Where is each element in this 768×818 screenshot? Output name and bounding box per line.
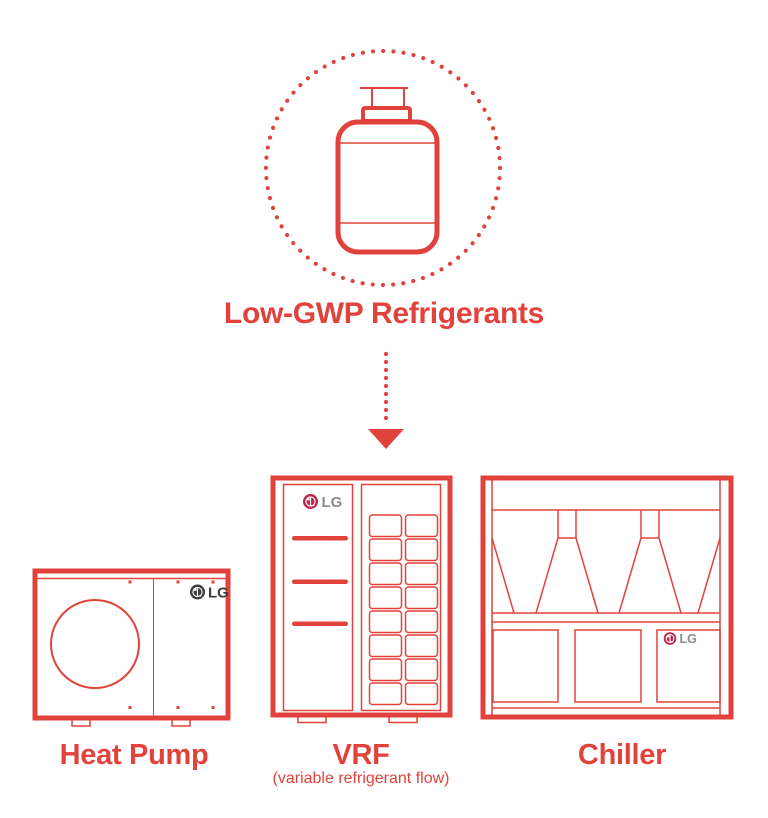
diagram-title: Low-GWP Refrigerants [223, 297, 545, 330]
product-label-heat-pump: Heat Pump [59, 739, 209, 771]
dotted-circle [263, 48, 503, 288]
heat-pump-illustration: LG [32, 568, 231, 727]
refrigerant-graphic [263, 48, 503, 288]
foot [388, 717, 418, 724]
screw-dots [128, 580, 215, 709]
lg-logo: LG [663, 632, 697, 646]
lg-logo-text: LG [208, 585, 229, 602]
vrf-illustration: LG [270, 475, 453, 724]
foot [171, 720, 191, 727]
lg-logo: LG [303, 494, 342, 511]
left-panel [282, 483, 354, 712]
louver-bars [292, 536, 348, 626]
refrigerant-bottle-icon [335, 87, 440, 255]
fan-circle [50, 599, 140, 689]
product-sublabel-vrf: (variable refrigerant flow) [272, 770, 450, 787]
lg-logo-text: LG [680, 632, 697, 646]
foot [71, 720, 91, 727]
product-label-chiller: Chiller [577, 739, 667, 771]
product-label-vrf: VRF [332, 739, 390, 771]
lg-logo: LG [190, 584, 229, 602]
chiller-illustration: LG [480, 475, 734, 720]
grille-panel [360, 483, 442, 712]
grille-cells [368, 514, 439, 706]
lg-logo-text: LG [322, 494, 343, 511]
down-arrow-icon [368, 351, 404, 449]
foot [297, 717, 327, 724]
condenser-coils [491, 510, 721, 614]
base-panels [492, 629, 721, 703]
